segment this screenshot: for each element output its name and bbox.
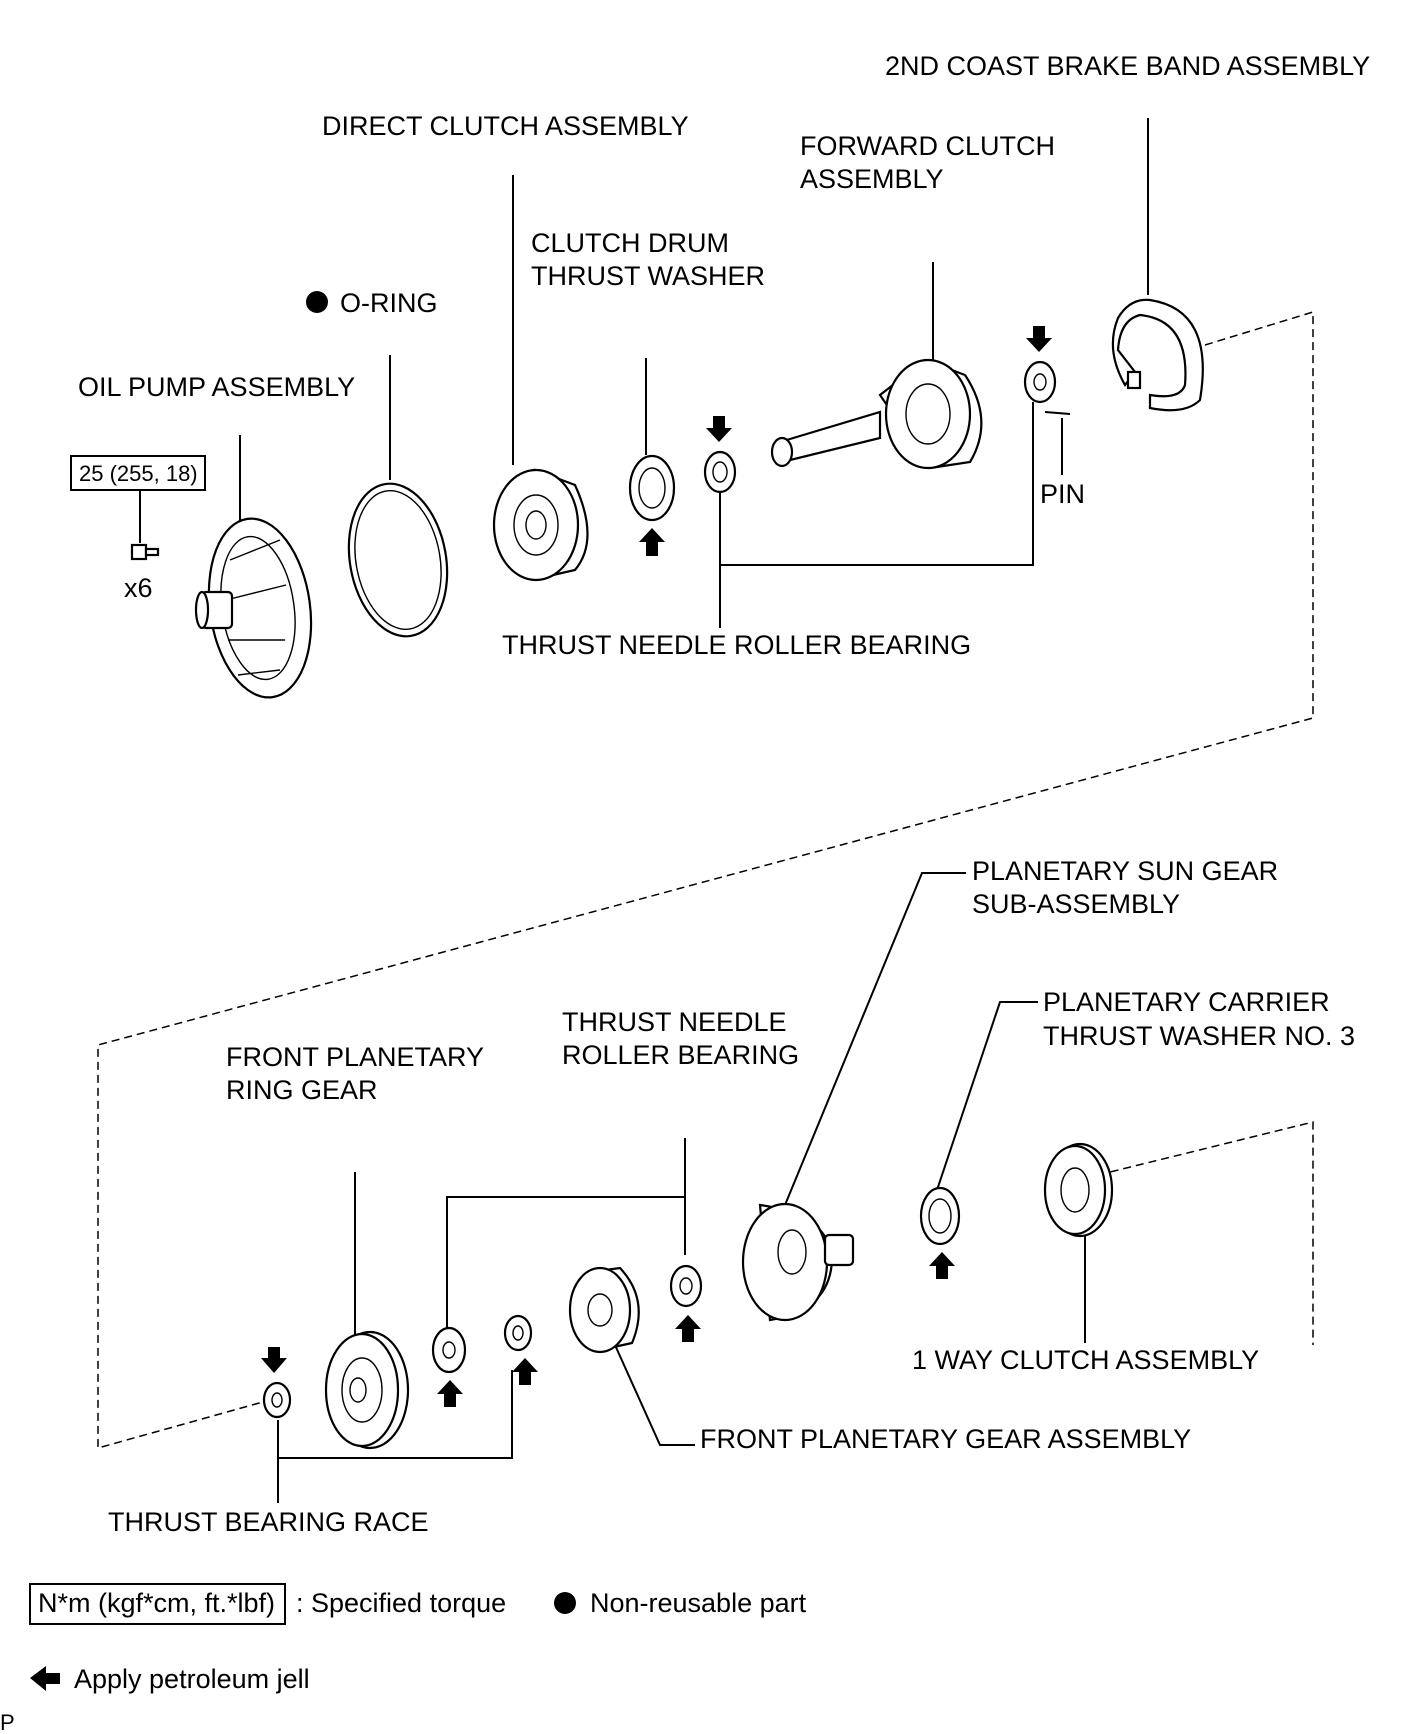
label-o-ring: O-RING [340, 288, 438, 318]
carrier-thrust-washer-part [919, 1186, 961, 1246]
clutch-drum-thrust-washer-part [628, 358, 676, 522]
legend-petroleum-arrow-icon [30, 1666, 60, 1691]
label-clutch-drum-line2: THRUST WASHER [531, 261, 765, 291]
label-ring-gear-line1: FRONT PLANETARY [226, 1042, 484, 1072]
label-thrust-needle-bot-line1: THRUST NEEDLE [562, 1007, 787, 1037]
thrust-bearing-race-part [262, 1381, 292, 1419]
label-one-way-clutch: 1 WAY CLUTCH ASSEMBLY [912, 1345, 1259, 1375]
thrust-race-part [1023, 360, 1071, 475]
label-thrust-needle-bearing-top: THRUST NEEDLE ROLLER BEARING [502, 630, 971, 660]
legend-torque-box [29, 1583, 286, 1625]
legend-non-reusable-dot-icon [554, 1592, 576, 1614]
label-thrust-bearing-race: THRUST BEARING RACE [108, 1507, 429, 1537]
assembly-path-dashed [97, 310, 1314, 1449]
label-direct-clutch: DIRECT CLUTCH ASSEMBLY [322, 111, 689, 141]
bolt-icon [130, 543, 160, 561]
label-forward-clutch-line1: FORWARD CLUTCH [800, 131, 1055, 161]
one-way-clutch-part [1043, 1142, 1114, 1238]
petroleum-arrow-bottom-icon [261, 1252, 955, 1407]
label-2nd-coast-brake-band: 2ND COAST BRAKE BAND ASSEMBLY [885, 51, 1370, 81]
bolt-count: x6 [124, 573, 153, 603]
front-planetary-ring-gear-part [324, 1330, 410, 1450]
legend-petroleum-text: Apply petroleum jell [74, 1664, 310, 1694]
legend-non-reusable-text: Non-reusable part [590, 1588, 807, 1618]
direct-clutch-part [492, 175, 589, 582]
small-race-part [503, 1314, 533, 1352]
thrust-needle-bearing-bottom-part [431, 1326, 467, 1374]
label-thrust-needle-bot-line2: ROLLER BEARING [562, 1040, 799, 1070]
forward-clutch-part [770, 262, 983, 470]
label-pin: PIN [1040, 479, 1085, 509]
label-carrier-washer-line1: PLANETARY CARRIER [1043, 987, 1330, 1017]
coast-brake-band-part [1111, 118, 1204, 412]
legend-torque-units: N*m (kgf*cm, ft.*lbf) [38, 1588, 275, 1618]
label-carrier-washer-line2: THRUST WASHER NO. 3 [1043, 1021, 1355, 1051]
label-forward-clutch-line2: ASSEMBLY [800, 164, 944, 194]
label-ring-gear-line2: RING GEAR [226, 1075, 378, 1105]
corner-mark: P [0, 1710, 15, 1734]
non-reusable-dot-icon [306, 291, 328, 313]
planetary-bearing-part [669, 1264, 703, 1308]
planetary-sun-gear-part [741, 1202, 855, 1322]
oil-pump-part [194, 435, 313, 699]
thrust-needle-bearing-top-part [703, 450, 737, 494]
torque-spec-value: 25 (255, 18) [79, 461, 198, 486]
assembly-path-dashed-2 [1097, 1121, 1314, 1345]
label-front-planetary-gear: FRONT PLANETARY GEAR ASSEMBLY [700, 1424, 1191, 1454]
legend-torque-text: : Specified torque [296, 1588, 506, 1618]
front-planetary-gear-part [568, 1266, 640, 1354]
label-clutch-drum-line1: CLUTCH DRUM [531, 228, 729, 258]
torque-spec-box [70, 455, 206, 491]
label-oil-pump: OIL PUMP ASSEMBLY [78, 372, 355, 402]
label-sun-gear-line2: SUB-ASSEMBLY [972, 889, 1180, 919]
o-ring-part [347, 355, 449, 638]
petroleum-arrow-icon [639, 326, 1052, 556]
label-sun-gear-line1: PLANETARY SUN GEAR [972, 856, 1278, 886]
